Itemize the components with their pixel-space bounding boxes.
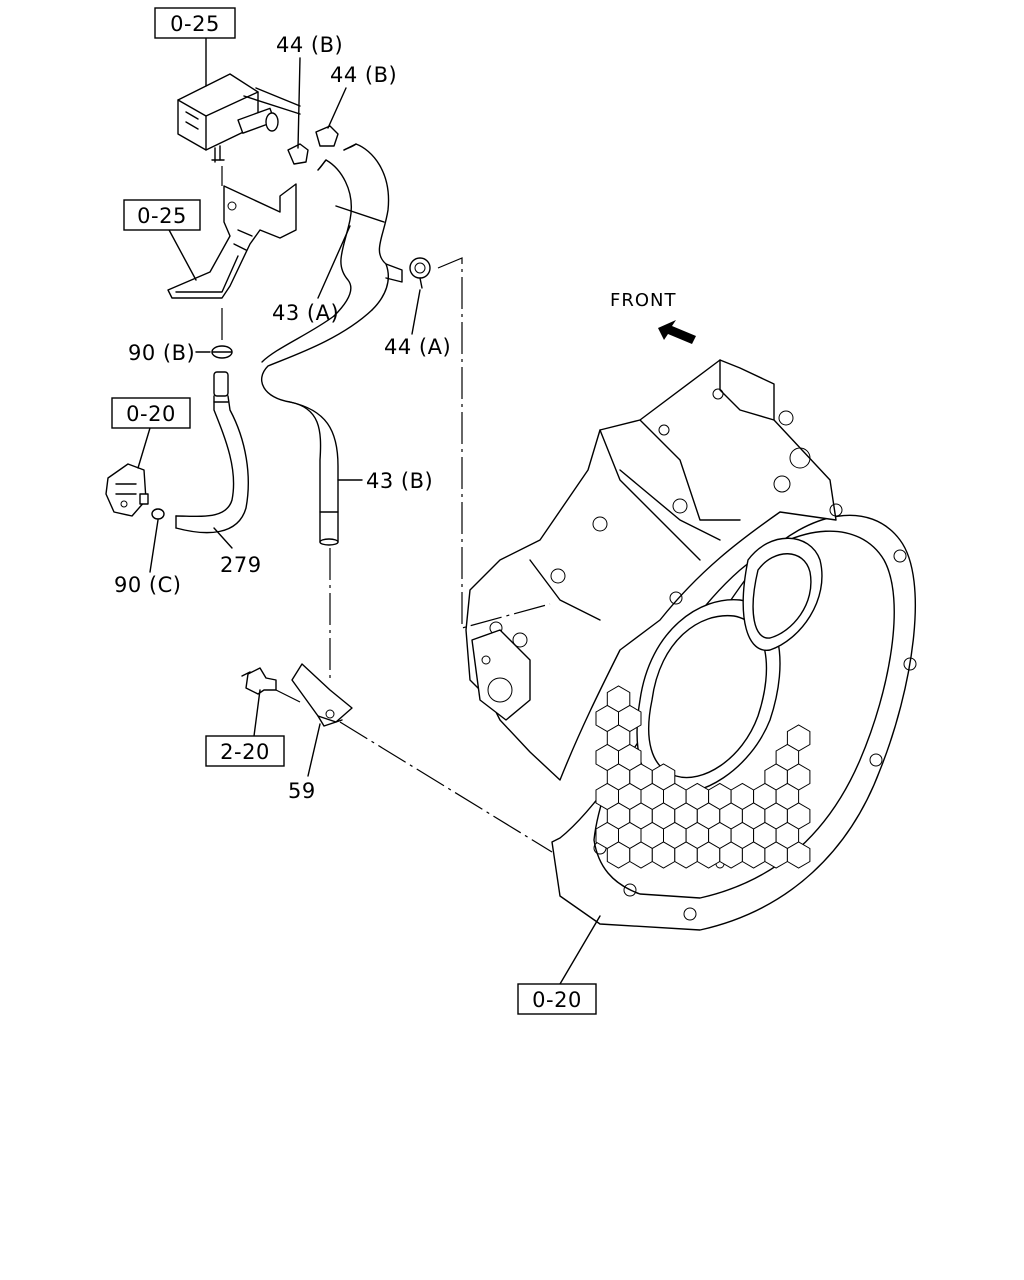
front-label: FRONT: [610, 290, 677, 311]
ref-box-2-20-bolt[interactable]: 2-20: [205, 735, 285, 767]
svg-text:0-25: 0-25: [170, 12, 220, 36]
part-label-59: 59: [288, 779, 316, 803]
ref-box-0-25-bracket[interactable]: 0-25: [123, 199, 201, 231]
part-label-90c: 90 (C): [114, 573, 181, 597]
clip-90c: [151, 508, 165, 520]
clip-90b: [211, 345, 233, 359]
part-label-44b: 44 (B): [330, 63, 397, 87]
hose-279: [175, 371, 249, 534]
part-label-279: 279: [220, 553, 262, 577]
clip-44a: [409, 257, 431, 289]
arrow-up-left-icon: [658, 320, 696, 344]
svg-text:0-20: 0-20: [532, 988, 582, 1012]
svg-text:2-20: 2-20: [220, 740, 270, 764]
honeycomb-mesh: [595, 685, 811, 869]
dashed-connection-lines: [221, 166, 553, 853]
valve-bracket: [167, 183, 297, 299]
ref-box-0-25-top[interactable]: 0-25: [154, 7, 236, 39]
svg-text:0-20: 0-20: [126, 402, 176, 426]
part-label-43b: 43 (B): [366, 469, 433, 493]
part-label-44a: 44 (A): [384, 335, 451, 359]
front-indicator: FRONT: [610, 290, 696, 344]
svg-text:0-25: 0-25: [137, 204, 187, 228]
hose-43b: [261, 309, 373, 546]
hose-43a: [317, 143, 403, 317]
sensor: [105, 463, 149, 517]
clip-44b: [287, 125, 339, 165]
part-label-90b: 90 (B): [128, 341, 195, 365]
vacuum-valve: [177, 73, 301, 163]
part-label-43a: 43 (A): [272, 301, 339, 325]
leader-lines: [137, 35, 601, 985]
bolt-2-20: [241, 667, 277, 695]
part-label-44b: 44 (B): [276, 33, 343, 57]
mesh-cell: [786, 841, 811, 869]
ref-box-0-20-housing[interactable]: 0-20: [517, 983, 597, 1015]
bracket-59: [291, 663, 353, 727]
ref-box-0-20-sensor[interactable]: 0-20: [111, 397, 191, 429]
